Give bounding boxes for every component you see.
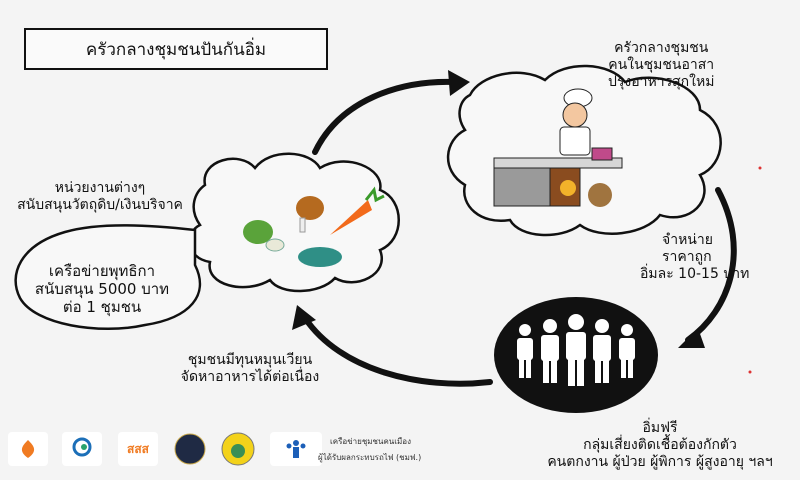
network-bubble-line: สนับสนุน 5000 บาท: [34, 280, 170, 298]
flow-arrows: [302, 78, 737, 387]
sale-caption-line: ราคาถูก: [662, 249, 712, 265]
sale-caption-line: จำหน่าย: [662, 232, 713, 248]
arrow-to-ingredients: [302, 315, 493, 387]
people-foundation-logo: [270, 432, 322, 466]
ingredients-illustration: [243, 186, 385, 267]
page-title: ครัวกลางชุมชนปันกันอิ่ม: [24, 28, 328, 70]
kitchen-caption: ครัวกลางชุมชน คนในชุมชนอาสา ปรุงอาหารสุก…: [608, 40, 714, 91]
sss-logo: สสส: [118, 432, 158, 466]
ingredients-cloud: [188, 152, 400, 293]
network-bubble-line: ต่อ 1 ชุมชน: [62, 298, 142, 316]
network-bubble-line: เครือข่ายพุทธิกา: [48, 262, 156, 280]
dot: [758, 166, 762, 170]
arrow-to-community: [685, 187, 737, 343]
kitchen-caption-line: ปรุงอาหารสุกใหม่: [608, 74, 715, 90]
network-speech-bubble: [14, 224, 202, 331]
donors-caption-line: หน่วยงานต่างๆ: [54, 180, 146, 196]
credits-line: ผู้ได้รับผลกระทบรถไฟ (ชมฟ.): [318, 453, 422, 462]
community-caption: ชุมชนมีทุนหมุนเวียน จัดหาอาหารได้ต่อเนื่…: [160, 352, 340, 386]
free-caption: อิ่มฟรี กลุ่มเสี่ยงติดเชื้อต้องกักตัว คน…: [520, 420, 800, 471]
free-caption-line: กลุ่มเสี่ยงติดเชื้อต้องกักตัว: [583, 437, 737, 453]
community-caption-line: ชุมชนมีทุนหมุนเวียน: [187, 352, 313, 368]
dot: [748, 370, 752, 374]
circle-badge-logo: [170, 432, 210, 466]
credits: เครือข่ายชุมชนคนเมือง ผู้ได้รับผลกระทบรถ…: [318, 434, 421, 466]
community-caption-line: จัดหาอาหารได้ต่อเนื่อง: [180, 369, 320, 385]
people-group-icon: [517, 314, 635, 386]
arrowhead-ingredients: [292, 305, 316, 330]
free-caption-line: คนตกงาน ผู้ป่วย ผู้พิการ ผู้สูงอายุ ฯลฯ: [547, 454, 773, 470]
donors-caption-line: สนับสนุนวัตถุดิบ/เงินบริจาค: [17, 197, 183, 213]
kitchen-caption-line: คนในชุมชนอาสา: [608, 57, 715, 73]
sale-caption: จำหน่าย ราคาถูก อิ่มละ 10-15 บาท: [640, 232, 749, 283]
network-bubble-text: เครือข่ายพุทธิกา สนับสนุน 5000 บาท ต่อ 1…: [22, 262, 182, 316]
arrowhead-community: [678, 328, 705, 348]
kitchen-caption-line: ครัวกลางชุมชน: [614, 40, 709, 56]
donors-caption: หน่วยงานต่างๆ สนับสนุนวัตถุดิบ/เงินบริจา…: [2, 180, 198, 214]
yellow-badge-logo: [218, 432, 258, 466]
credits-line: เครือข่ายชุมชนคนเมือง: [330, 437, 411, 446]
arrowhead-kitchen: [448, 70, 470, 96]
thai-health-foundation-logo: [62, 432, 102, 466]
sale-caption-line: อิ่มละ 10-15 บาท: [640, 266, 750, 282]
arrow-to-kitchen: [312, 78, 458, 155]
chef-kitchen-illustration: [493, 88, 623, 207]
buddhika-logo: [8, 432, 48, 466]
free-caption-line: อิ่มฟรี: [642, 420, 678, 436]
